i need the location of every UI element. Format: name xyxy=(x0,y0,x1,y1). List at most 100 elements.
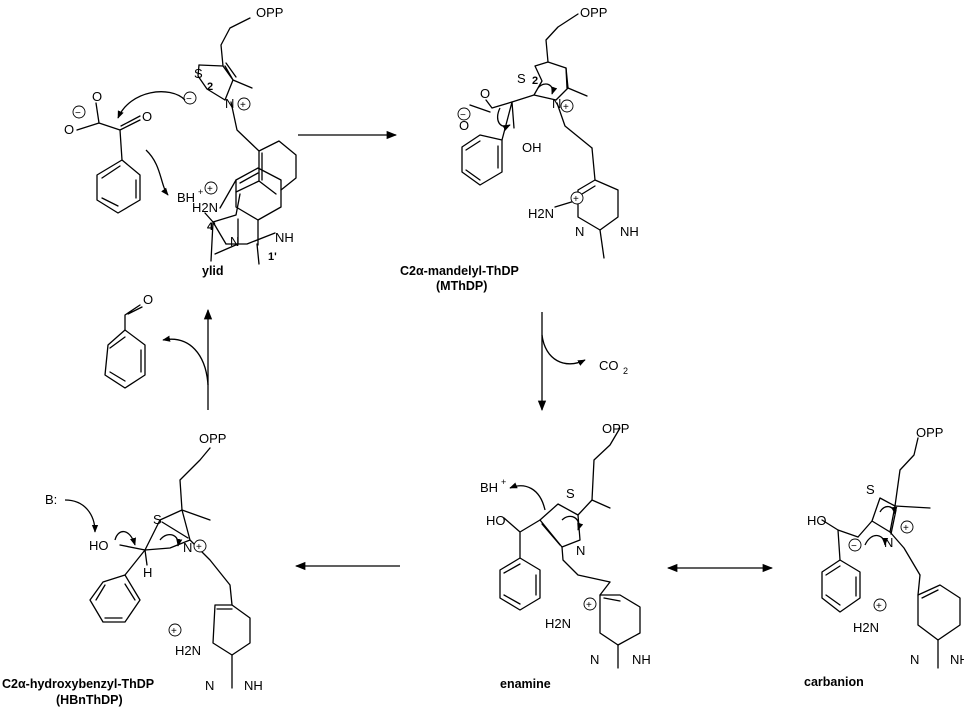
ylid-n-plus-sign: + xyxy=(240,100,246,111)
co2-label: CO xyxy=(599,358,619,373)
carbanion-n-plus-charge xyxy=(900,520,914,534)
ylid-nh2-plus-sign: + xyxy=(207,184,213,195)
co2-subscript: 2 xyxy=(623,366,628,376)
ylid-1prime-number: 1' xyxy=(268,251,277,263)
carbanion-minus-charge xyxy=(848,538,862,552)
carbanion-opp: OPP xyxy=(916,425,943,440)
enamine-bh-charge: + xyxy=(501,477,506,487)
mthdp-n-plus-sign: + xyxy=(563,102,569,113)
hbnthdp-nh2-plus-charge xyxy=(168,623,182,637)
mthdp-c2-number: 2 xyxy=(532,75,538,87)
enamine-nh2-plus-charge xyxy=(583,597,597,611)
carbanion-h2n: H2N xyxy=(853,620,879,635)
enamine-deprotonation-arrow xyxy=(509,482,546,511)
mthdp-n-plus-charge xyxy=(560,99,574,113)
enamine-ho: HO xyxy=(486,513,506,528)
hbnthdp-n-plus-sign: + xyxy=(196,542,202,553)
carbanion-arrow-1 xyxy=(864,534,889,546)
mthdp-minus-charge xyxy=(457,107,471,121)
ylid-nh2-plus-charge xyxy=(204,181,218,195)
co2-release-arrow xyxy=(541,334,586,366)
label-carbanion: carbanion xyxy=(804,675,864,689)
carbanion-nh2-plus-sign: + xyxy=(876,601,882,612)
benzoylformate-structure xyxy=(76,102,141,214)
mthdp-decarboxylation-arrow xyxy=(496,107,511,131)
carbanion-n-plus-sign: + xyxy=(903,523,909,534)
ylid-opp: OPP xyxy=(256,5,283,20)
attack-curved-arrow xyxy=(117,91,186,119)
benzaldehyde-release-arrow xyxy=(162,335,209,386)
hbnthdp-opp: OPP xyxy=(199,431,226,446)
mthdp-carboxylate-o2: O xyxy=(459,118,469,133)
label-mthdp: C2α-mandelyl-ThDP xyxy=(400,264,519,278)
carbanion-n3: N xyxy=(884,535,893,550)
mthdp-oh: OH xyxy=(522,140,542,155)
enamine-h2n: H2N xyxy=(545,616,571,631)
enamine-structure xyxy=(499,427,641,669)
bh-plus-top-charge: + xyxy=(198,187,203,197)
hbnthdp-pyrimidine-nh: NH xyxy=(244,678,263,693)
mthdp-sulfur: S xyxy=(517,71,526,86)
enamine-ring-arrow xyxy=(561,515,584,531)
bf-keto-o: O xyxy=(142,109,152,124)
bf-carboxylate-o2: O xyxy=(64,122,74,137)
label-hbnthdp-abbr: (HBnThDP) xyxy=(56,693,123,707)
hbnthdp-ho: HO xyxy=(89,538,109,553)
mthdp-nh2-plus-sign: + xyxy=(573,194,579,205)
hbnthdp-sulfur: S xyxy=(153,512,162,527)
mthdp-pyrimidine-nh: NH xyxy=(620,224,639,239)
carbanion-nh2-plus-charge xyxy=(873,598,887,612)
benzaldehyde-o: O xyxy=(143,292,153,307)
ylid-c2-minus-charge xyxy=(183,91,197,105)
protonation-curved-arrow xyxy=(145,149,169,196)
mthdp-structure xyxy=(461,13,619,259)
carbanion-pyrimidine-nh: NH xyxy=(950,652,964,667)
base-deprotonation-arrow xyxy=(64,499,99,533)
enamine-bh: BH xyxy=(480,480,498,495)
hbnthdp-h: H xyxy=(143,565,152,580)
carbanion-ho: HO xyxy=(807,513,827,528)
mthdp-carboxylate-o1: O xyxy=(480,86,490,101)
ylid-pyrimidine-n: N xyxy=(230,234,239,249)
hbnthdp-arrow-2 xyxy=(159,533,183,547)
hbnthdp-n3: N xyxy=(183,540,192,555)
ylid-n3: N xyxy=(225,96,234,111)
ylid-structure xyxy=(197,17,297,265)
enamine-pyrimidine-nh: NH xyxy=(632,652,651,667)
carbanion-sulfur: S xyxy=(866,482,875,497)
ylid-pyrimidine xyxy=(219,167,282,246)
bf-minus-sign: − xyxy=(75,108,81,119)
ylid-sulfur: S xyxy=(194,66,203,81)
carbanion-structure xyxy=(821,437,961,669)
mthdp-minus-sign: − xyxy=(460,110,466,121)
bh-plus-top: BH xyxy=(177,190,195,205)
hbnthdp-structure xyxy=(89,447,251,689)
hbnthdp-h2n: H2N xyxy=(175,643,201,658)
base-b: B: xyxy=(45,492,57,507)
bf-carboxylate-o1: O xyxy=(92,89,102,104)
ylid-c2-minus-sign: − xyxy=(186,94,192,105)
enamine-n3: N xyxy=(576,543,585,558)
ylid-4prime-number: 4' xyxy=(207,221,216,233)
carbanion-pyrimidine-n: N xyxy=(910,652,919,667)
label-mthdp-abbr: (MThDP) xyxy=(436,279,487,293)
benzaldehyde-structure xyxy=(104,304,146,389)
label-enamine: enamine xyxy=(500,677,551,691)
enamine-pyrimidine-n: N xyxy=(590,652,599,667)
mthdp-h2n: H2N xyxy=(528,206,554,221)
ylid-n-plus-charge xyxy=(237,97,251,111)
carbanion-minus-sign: − xyxy=(851,541,857,552)
enamine-sulfur: S xyxy=(566,486,575,501)
ylid-pyrimidine-nh: NH xyxy=(275,230,294,245)
mthdp-nh2-plus-charge xyxy=(570,191,584,205)
label-ylid: ylid xyxy=(202,264,224,278)
bf-minus-charge xyxy=(72,105,86,119)
mthdp-opp: OPP xyxy=(580,5,607,20)
enamine-nh2-plus-sign: + xyxy=(586,600,592,611)
mthdp-ring-arrow xyxy=(537,83,558,95)
ylid-h2n: H2N xyxy=(192,200,218,215)
mthdp-n3: N xyxy=(552,96,561,111)
hbnthdp-pyrimidine-n: N xyxy=(205,678,214,693)
hbnthdp-arrow-1 xyxy=(114,530,137,546)
